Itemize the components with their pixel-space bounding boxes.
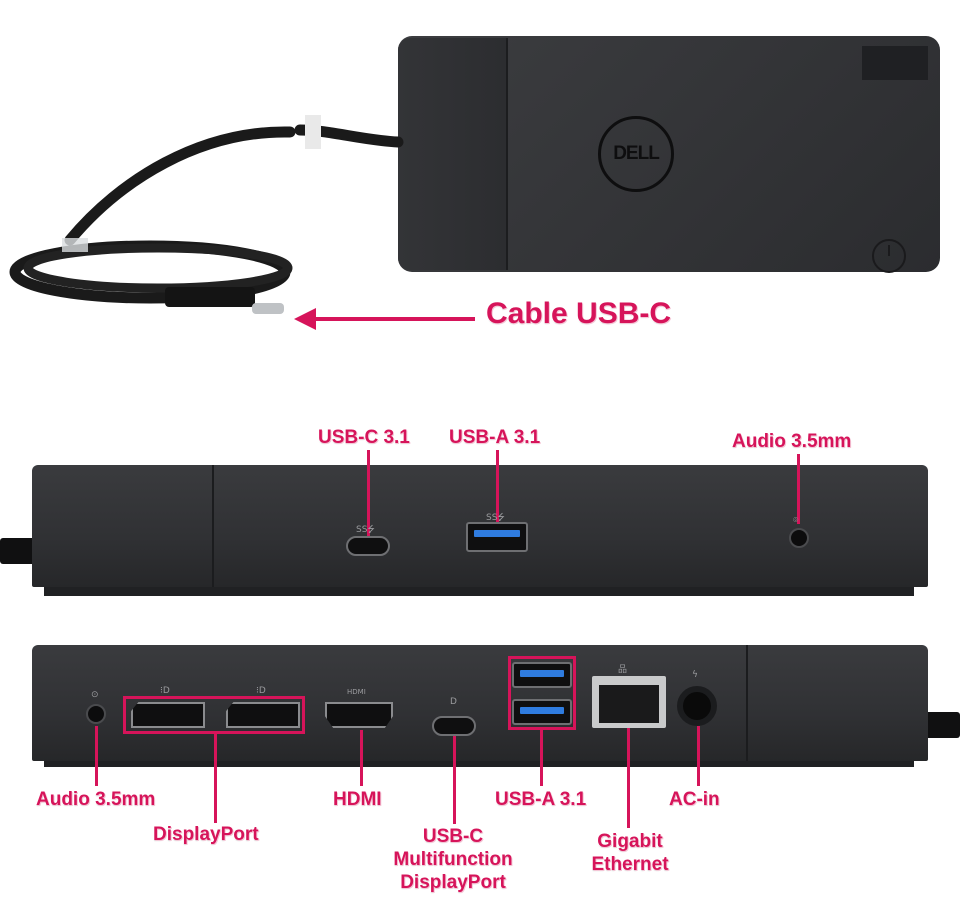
- usb3-blue-tongue: [520, 670, 564, 677]
- front-usb-a-pointer: [496, 450, 499, 524]
- hdmi-port[interactable]: [325, 702, 393, 728]
- rear-usb-a-label: USB-A 3.1: [495, 789, 587, 810]
- dell-logo-text: DELL: [613, 143, 660, 164]
- rear-usb-a-pointer: [540, 730, 543, 786]
- usb-a-highlight-box: [508, 656, 576, 730]
- lan-icon: 品: [618, 665, 628, 675]
- displayport-1[interactable]: [131, 702, 205, 728]
- ethernet-port[interactable]: [592, 676, 666, 728]
- front-usb-c-port[interactable]: [346, 536, 390, 556]
- dp2-icon: ⁝D: [256, 686, 266, 696]
- front-usb-c-pointer: [367, 450, 370, 540]
- usb-c-multifunction-label: USB-C Multifunction DisplayPort: [383, 825, 523, 897]
- ac-in-pointer: [697, 726, 700, 786]
- usb3-blue-tongue: [474, 530, 520, 537]
- rear-usb-a-port-1[interactable]: [512, 662, 572, 688]
- usb-c-label-line2: Multifunction: [393, 849, 513, 870]
- rear-audio-pointer: [95, 726, 98, 786]
- rear-usb-c-multifunction-port[interactable]: [432, 716, 476, 736]
- rear-usb-a-port-2[interactable]: [512, 699, 572, 725]
- rear-cable-stub: [924, 712, 960, 738]
- displayport-highlight-box: [123, 696, 305, 734]
- usb3-blue-tongue: [520, 707, 564, 714]
- rear-audio-jack[interactable]: [86, 704, 106, 724]
- front-headset-icon: ⌾: [793, 516, 799, 526]
- ac-in-port[interactable]: [677, 686, 717, 726]
- ac-in-label: AC-in: [669, 789, 720, 810]
- displayport-label: DisplayPort: [153, 824, 259, 845]
- rear-right-panel: [746, 645, 928, 761]
- usb-c-label-line1: USB-C: [422, 826, 484, 847]
- rear-audio-label: Audio 3.5mm: [36, 789, 156, 810]
- front-audio-jack[interactable]: [789, 528, 809, 548]
- dock-top-left-panel: [398, 38, 508, 270]
- regulatory-label: [862, 46, 928, 80]
- usb-c-dp-icon: D: [450, 697, 457, 707]
- hdmi-label: HDMI: [333, 789, 382, 810]
- hdmi-icon: HDMI: [347, 688, 366, 696]
- front-usb-c-ss-icon: SS⭍: [356, 525, 375, 535]
- front-usb-a-port[interactable]: [466, 522, 528, 552]
- usb-c-label-line3: DisplayPort: [400, 872, 506, 893]
- rear-headset-icon: ⊙: [91, 690, 99, 700]
- usb-c-cable-icon: [9, 115, 404, 314]
- ethernet-label-line1: Gigabit: [597, 831, 663, 852]
- front-usb-a-label: USB-A 3.1: [449, 427, 541, 448]
- power-button[interactable]: [872, 239, 906, 273]
- front-audio-label: Audio 3.5mm: [732, 431, 852, 452]
- front-usb-c-label: USB-C 3.1: [318, 427, 410, 448]
- front-left-panel: [32, 465, 214, 587]
- dp1-icon: ⁝D: [160, 686, 170, 696]
- front-cable-stub: [0, 538, 36, 564]
- displayport-2[interactable]: [226, 702, 300, 728]
- dell-logo: DELL: [598, 116, 674, 192]
- gigabit-ethernet-label: Gigabit Ethernet: [580, 830, 680, 878]
- displayport-pointer: [214, 733, 217, 823]
- hdmi-pointer: [360, 730, 363, 786]
- arrow-left-icon: [294, 308, 475, 330]
- front-audio-pointer: [797, 454, 800, 524]
- ac-plug-icon: ϟ: [692, 670, 698, 680]
- rj45-socket: [599, 685, 659, 723]
- usb-c-multifunction-pointer: [453, 736, 456, 824]
- front-usb-a-ss-icon: SS⭍: [486, 513, 505, 523]
- ethernet-pointer: [627, 728, 630, 828]
- ethernet-label-line2: Ethernet: [591, 854, 669, 875]
- cable-usb-c-label: Cable USB-C: [486, 297, 672, 330]
